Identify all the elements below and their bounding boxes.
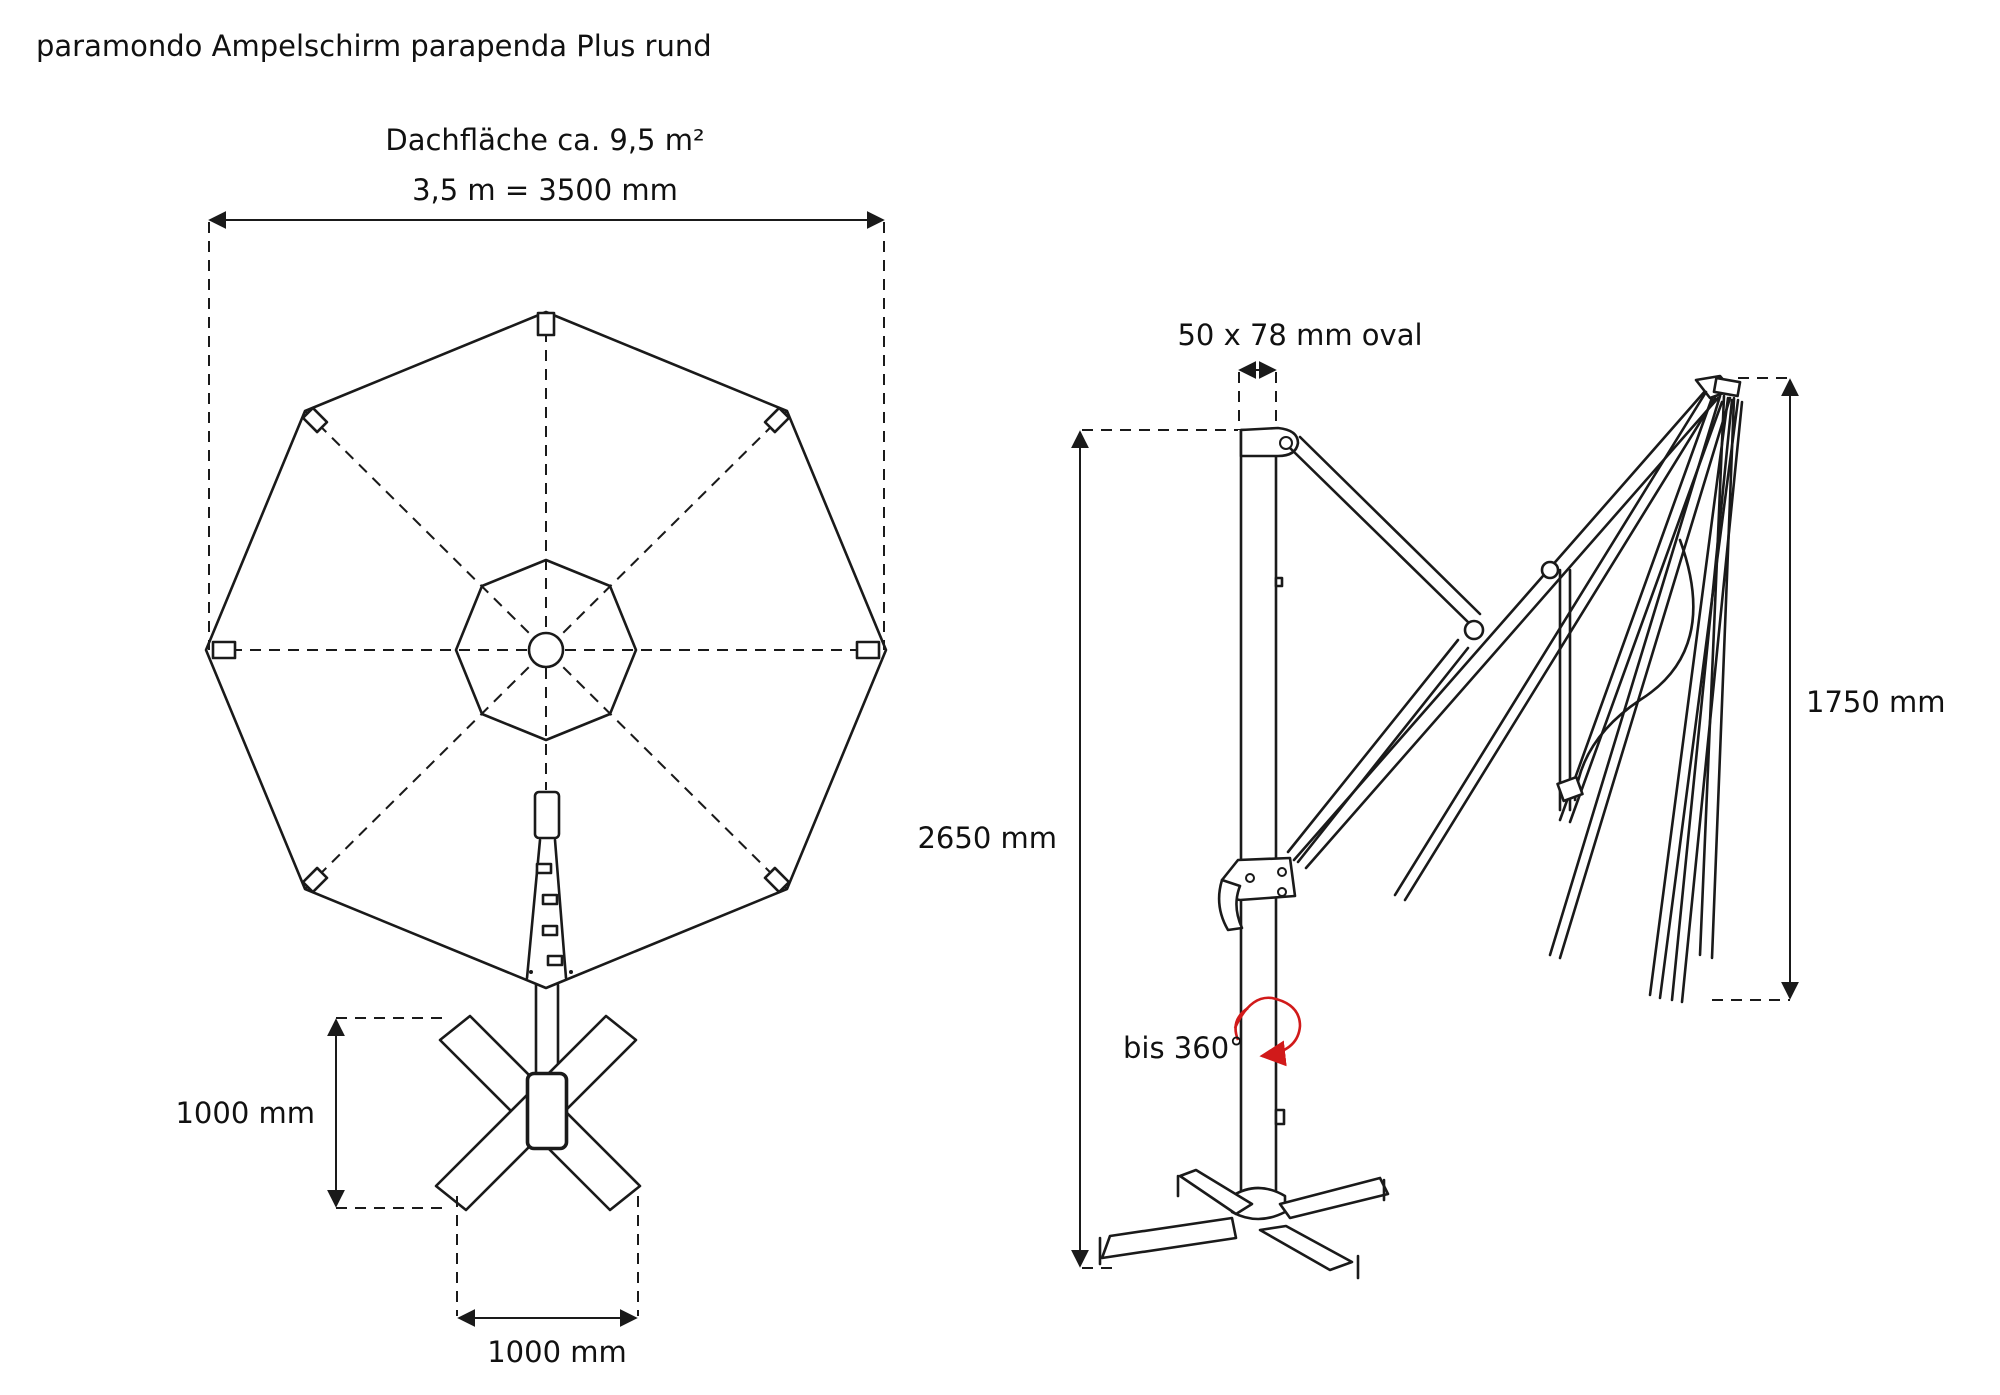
cross-base-side — [1098, 1168, 1390, 1280]
boom-arm-top — [525, 790, 573, 1078]
base-width-label: 1000 mm — [487, 1335, 627, 1369]
canopy-ribs — [206, 312, 886, 890]
rotation-arrow-icon — [1233, 996, 1302, 1067]
hub-center — [527, 631, 565, 669]
pole-size-label: 50 x 78 mm oval — [1177, 318, 1422, 352]
rotation-label: bis 360° — [1123, 1031, 1244, 1065]
base-height-label: 1000 mm — [175, 1096, 315, 1130]
canopy-folded — [1393, 374, 1744, 1004]
total-height-label: 2650 mm — [917, 821, 1057, 855]
canopy-hub — [454, 558, 638, 742]
pole — [1239, 426, 1300, 1212]
base-center-plate — [526, 1072, 568, 1150]
drawing-title: paramondo Ampelschirm parapenda Plus run… — [36, 29, 712, 63]
side-view: 50 x 78 mm oval 2650 mm — [917, 318, 1946, 1280]
canopy-outline — [204, 310, 888, 990]
cross-base-top — [434, 1014, 642, 1212]
canopy-height-label: 1750 mm — [1806, 685, 1946, 719]
rotation-indicator — [1233, 996, 1302, 1067]
roof-area-label: Dachfläche ca. 9,5 m² — [385, 123, 704, 157]
boom-arm-side — [1286, 388, 1720, 870]
rib-tip-caps — [211, 311, 881, 894]
top-view: Dachfläche ca. 9,5 m² 3,5 m = 3500 mm — [175, 123, 888, 1369]
pivot-bracket — [1217, 856, 1297, 932]
canopy-diameter-label: 3,5 m = 3500 mm — [412, 173, 678, 207]
